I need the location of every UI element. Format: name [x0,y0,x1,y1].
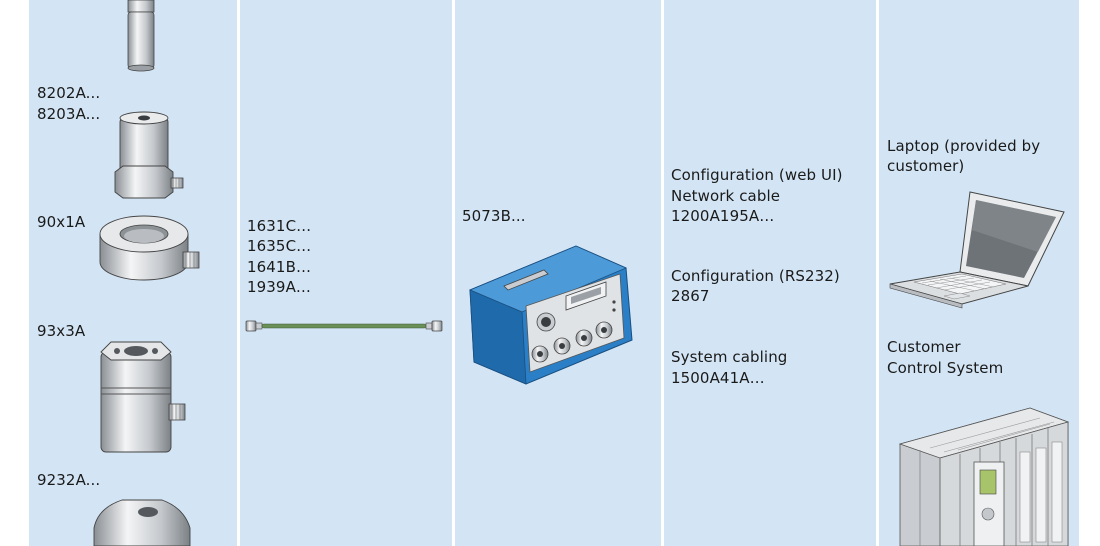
sensor-9232a-image [93,499,191,546]
cable-label-1635c: 1635C… [247,237,312,255]
conditioner-5073b-image [468,245,633,385]
sensor-8203a-image [114,111,184,199]
sensor-label-90x1a: 90x1A [37,213,86,231]
sensor-label-9232a: 9232A... [37,471,101,489]
system-cabling-title: System cabling [671,348,788,366]
sensor-90x1a-image [99,215,200,281]
sensor-label-8203a: 8203A... [37,105,101,123]
conditioner-label: 5073B... [462,207,526,225]
config-web-network-cable: Network cable [671,187,781,205]
control-system-label-line-2: Control System [887,359,1004,377]
sensor-8202a-image [127,0,155,72]
cables-column [240,0,452,546]
laptop-label-line-1: Laptop (provided by [887,137,1041,155]
config-web-part-number: 1200A195A… [671,207,775,225]
config-rs232-part-number: 2867 [671,287,710,305]
sensor-93x3a-image [100,341,186,453]
control-system-plc-image [898,407,1070,546]
laptop-label-line-2: customer) [887,157,965,175]
sensor-label-8202a: 8202A... [37,84,101,102]
control-system-label-line-1: Customer [887,338,961,356]
laptop-image [889,191,1065,309]
config-rs232-title: Configuration (RS232) [671,267,840,285]
system-cabling-part-number: 1500A41A… [671,369,765,387]
cable-label-1641b: 1641B… [247,258,312,276]
cable-label-1631c: 1631C… [247,217,312,235]
config-web-title: Configuration (web UI) [671,166,843,184]
connections-column [664,0,876,546]
cable-label-1939a: 1939A… [247,278,312,296]
sensor-cable-image [245,320,443,332]
sensor-label-93x3a: 93x3A [37,322,86,340]
